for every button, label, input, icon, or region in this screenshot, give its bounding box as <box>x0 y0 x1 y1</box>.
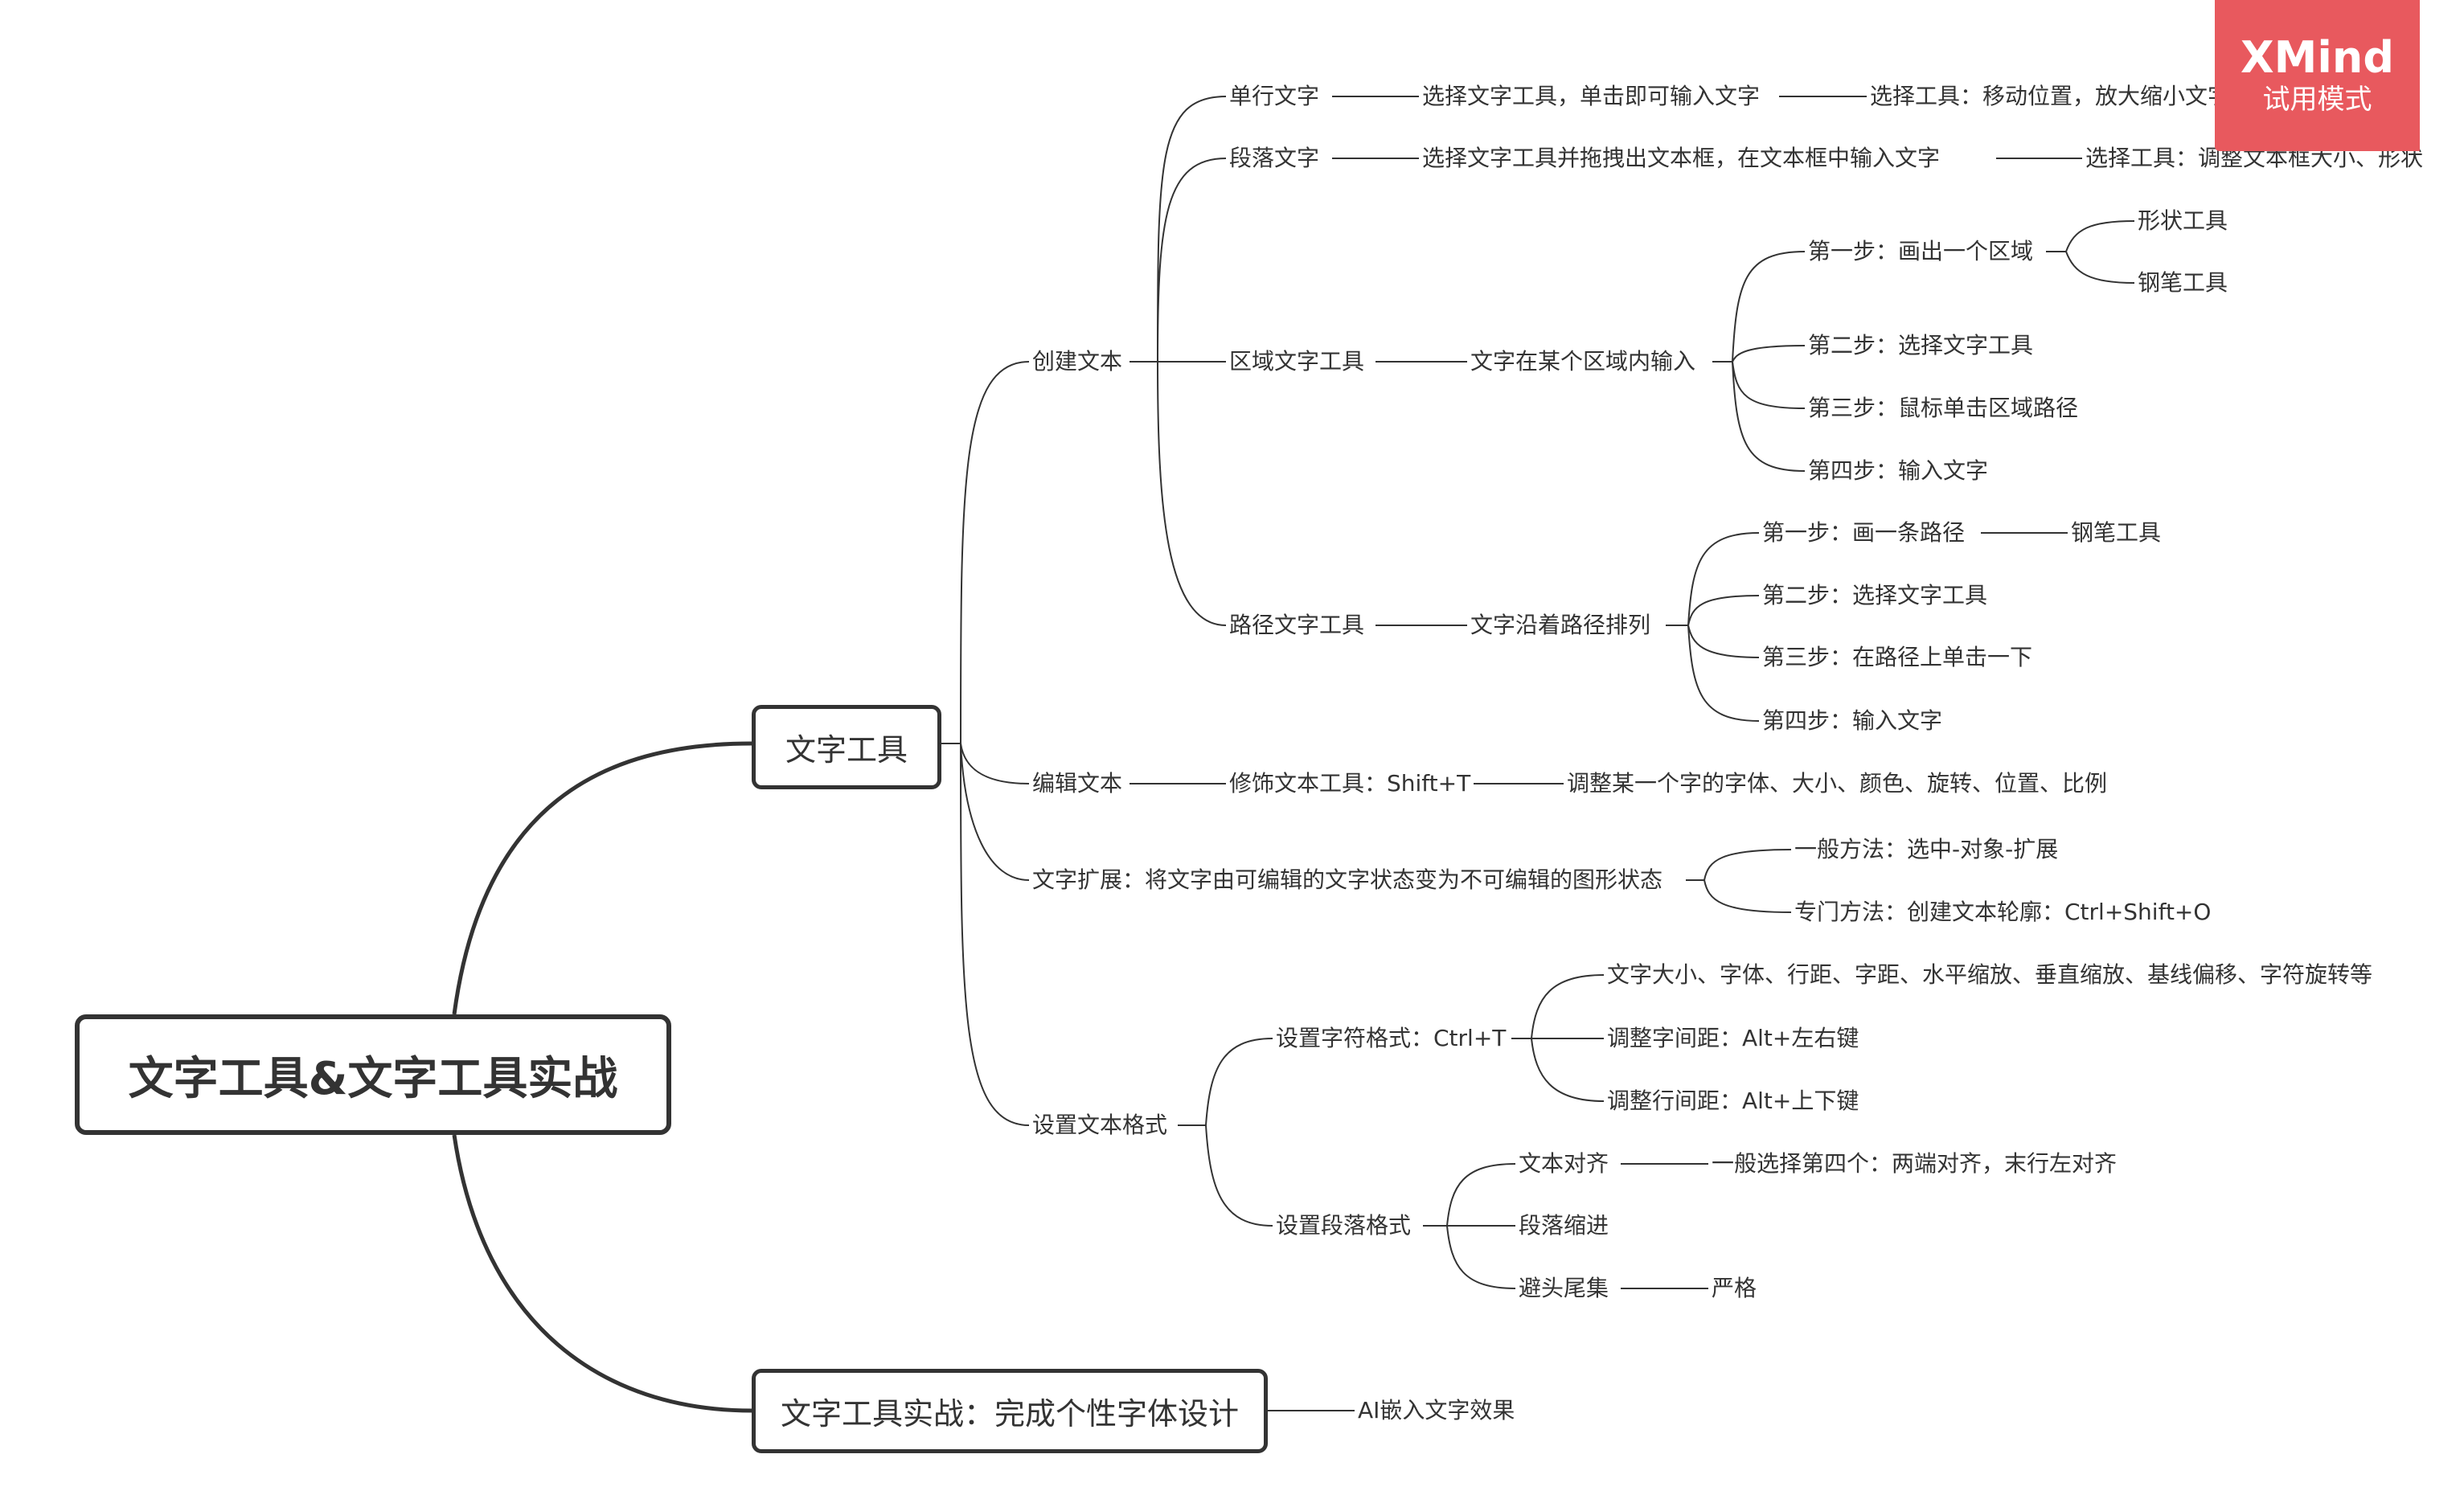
topic-path-desc[interactable]: 文字沿着路径排列 <box>1467 611 1654 640</box>
root-topic[interactable]: 文字工具&文字工具实战 <box>75 1014 671 1135</box>
topic-format[interactable]: 设置文本格式 <box>1029 1111 1171 1140</box>
topic-line-spacing[interactable]: 调整行间距：Alt+上下键 <box>1604 1087 1863 1116</box>
topic-paragraph[interactable]: 段落文字 <box>1226 144 1323 173</box>
topic-edit-text[interactable]: 编辑文本 <box>1029 769 1126 798</box>
watermark-subtitle: 试用模式 <box>2262 84 2372 116</box>
branch-practice-label: 文字工具实战：完成个性字体设计 <box>780 1396 1239 1432</box>
topic-path-step4[interactable]: 第四步：输入文字 <box>1759 707 1946 735</box>
topic-area-tool[interactable]: 区域文字工具 <box>1226 347 1368 376</box>
topic-area-step4[interactable]: 第四步：输入文字 <box>1805 457 1992 485</box>
topic-single-line-desc[interactable]: 选择文字工具，单击即可输入文字 <box>1419 82 1764 111</box>
topic-create-text[interactable]: 创建文本 <box>1029 347 1126 376</box>
topic-align[interactable]: 文本对齐 <box>1515 1149 1613 1178</box>
topic-strict[interactable]: 严格 <box>1708 1274 1761 1303</box>
topic-kinsoku[interactable]: 避头尾集 <box>1515 1274 1613 1303</box>
topic-path-step3[interactable]: 第三步：在路径上单击一下 <box>1759 643 2036 672</box>
branch-text-tool[interactable]: 文字工具 <box>752 705 941 789</box>
topic-paragraph-desc[interactable]: 选择文字工具并拖拽出文本框，在文本框中输入文字 <box>1419 144 1944 173</box>
xmind-trial-watermark: XMind 试用模式 <box>2215 0 2420 151</box>
topic-single-line[interactable]: 单行文字 <box>1226 82 1323 111</box>
topic-shape-tool[interactable]: 形状工具 <box>2134 207 2232 236</box>
topic-single-line-tip[interactable]: 选择工具：移动位置，放大缩小文字 <box>1867 82 2234 111</box>
branch-practice[interactable]: 文字工具实战：完成个性字体设计 <box>752 1369 1268 1453</box>
topic-path-tool[interactable]: 路径文字工具 <box>1226 611 1368 640</box>
topic-touch-desc[interactable]: 调整某一个字的字体、大小、颜色、旋转、位置、比例 <box>1564 769 2111 798</box>
topic-path-pen[interactable]: 钢笔工具 <box>2068 518 2165 547</box>
topic-char-spacing[interactable]: 调整字间距：Alt+左右键 <box>1604 1024 1863 1053</box>
topic-area-step2[interactable]: 第二步：选择文字工具 <box>1805 331 2037 360</box>
root-topic-label: 文字工具&文字工具实战 <box>128 1052 618 1105</box>
topic-pen-tool[interactable]: 钢笔工具 <box>2134 268 2232 297</box>
topic-ai-effect[interactable]: AI嵌入文字效果 <box>1355 1396 1519 1425</box>
topic-para-format[interactable]: 设置段落格式 <box>1273 1211 1415 1240</box>
topic-char-format[interactable]: 设置字符格式：Ctrl+T <box>1273 1024 1510 1053</box>
topic-area-step1[interactable]: 第一步：画出一个区域 <box>1805 237 2037 266</box>
topic-area-step3[interactable]: 第三步：鼠标单击区域路径 <box>1805 394 2082 423</box>
topic-align-desc[interactable]: 一般选择第四个：两端对齐，末行左对齐 <box>1708 1149 2121 1178</box>
topic-expand-general[interactable]: 一般方法：选中-对象-扩展 <box>1791 835 2062 864</box>
topic-touch-tool[interactable]: 修饰文本工具：Shift+T <box>1226 769 1474 798</box>
topic-char-items[interactable]: 文字大小、字体、行距、字距、水平缩放、垂直缩放、基线偏移、字符旋转等 <box>1604 961 2376 989</box>
topic-path-step1[interactable]: 第一步：画一条路径 <box>1759 518 1969 547</box>
topic-expand-special[interactable]: 专门方法：创建文本轮廓：Ctrl+Shift+O <box>1791 898 2215 927</box>
topic-indent[interactable]: 段落缩进 <box>1515 1211 1613 1240</box>
branch-text-tool-label: 文字工具 <box>785 732 908 768</box>
watermark-title: XMind <box>2241 32 2394 83</box>
topic-expand[interactable]: 文字扩展：将文字由可编辑的文字状态变为不可编辑的图形状态 <box>1029 866 1667 895</box>
topic-path-step2[interactable]: 第二步：选择文字工具 <box>1759 581 1991 610</box>
topic-area-desc[interactable]: 文字在某个区域内输入 <box>1467 347 1699 376</box>
